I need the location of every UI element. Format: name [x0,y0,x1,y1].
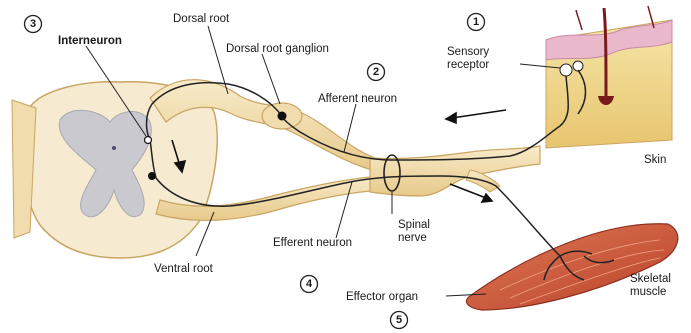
step-number-4: 4 [306,278,313,290]
label-muscle: muscle [630,286,666,298]
step-number-3: 3 [30,18,36,30]
label-afferent-neuron: Afferent neuron [318,93,397,105]
label-spinal: Spinal [398,219,430,231]
label-skin: Skin [644,154,666,166]
label-receptor: receptor [447,59,489,71]
label-dorsal-root-ganglion: Dorsal root ganglion [226,43,329,55]
ganglion-cell-body [278,112,287,121]
motor-neuron-cell-body [148,172,156,180]
step-marker-5: 5 [391,312,408,329]
step-marker-4: 4 [301,276,318,293]
label-ventral-root: Ventral root [154,263,214,275]
label-interneuron: Interneuron [58,35,122,47]
step-marker-2: 2 [368,64,385,81]
arrow-afferent-head [446,113,456,123]
step-number-1: 1 [473,16,479,28]
interneuron-cell-body [145,137,152,144]
step-number-5: 5 [396,314,402,326]
label-efferent-neuron: Efferent neuron [273,237,352,249]
step-number-2: 2 [373,66,379,78]
skin-hair-2 [576,10,582,30]
leader-ganglion [262,54,280,104]
sensory-receptor-ending-1 [560,64,572,76]
skin [546,6,672,148]
step-marker-1: 1 [468,14,485,31]
arrow-afferent [452,110,506,118]
central-canal [112,146,116,150]
sensory-receptor-ending-2 [573,61,583,71]
label-sensory: Sensory [447,46,489,58]
label-skeletal: Skeletal [630,273,671,285]
label-nerve: nerve [398,232,427,244]
label-effector-organ: Effector organ [346,291,418,303]
label-dorsal-root: Dorsal root [173,13,230,25]
arrow-efferent-head [482,194,492,202]
spinal-cord-edge [12,100,36,238]
step-marker-3: 3 [25,16,42,33]
